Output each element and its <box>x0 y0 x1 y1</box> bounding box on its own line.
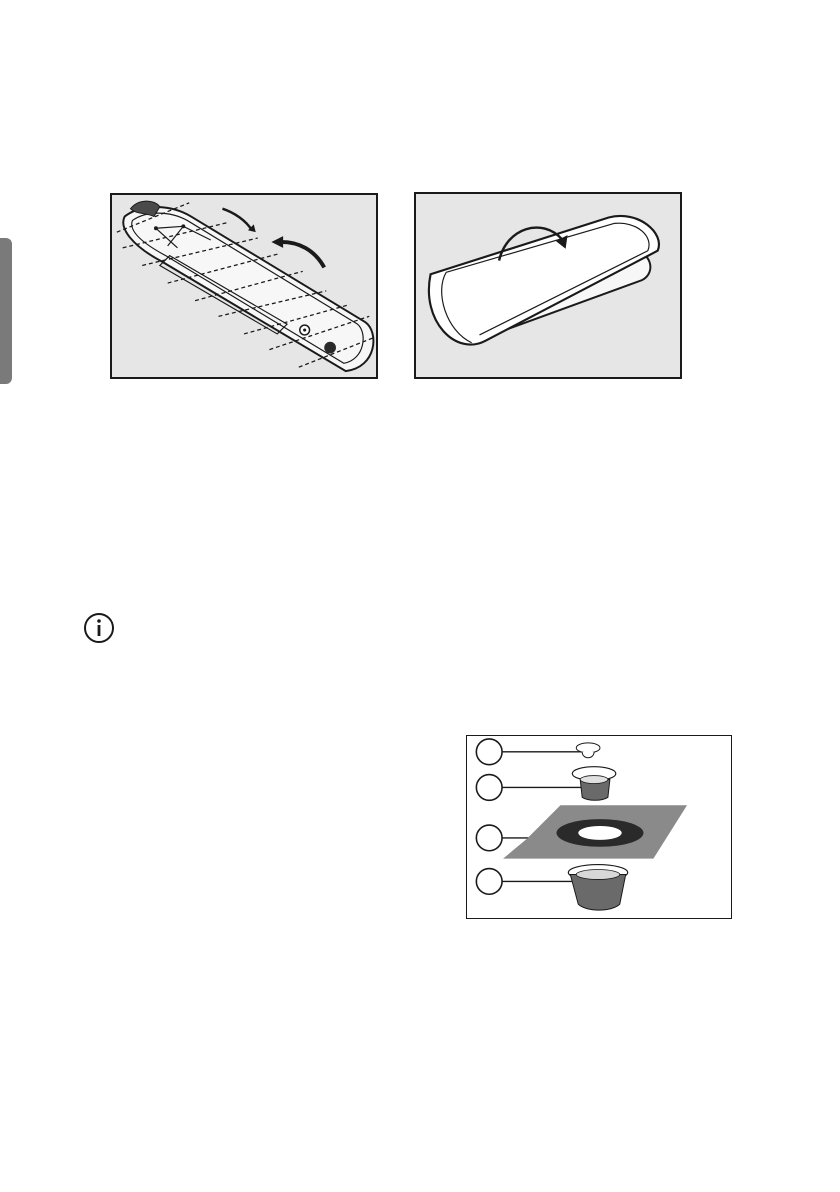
folding-board-figure <box>110 193 378 379</box>
rolled-board-figure <box>414 192 682 379</box>
board-fold-illustration <box>112 195 376 377</box>
valve-exploded-view <box>467 736 731 918</box>
callout-circle <box>476 825 502 851</box>
callout-circle <box>476 775 502 801</box>
callout-circle <box>476 739 502 765</box>
info-icon <box>83 612 115 644</box>
section-side-tab <box>0 238 12 384</box>
callout-circle <box>476 869 502 895</box>
rolled-board-illustration <box>416 194 680 377</box>
valve-parts-figure <box>466 735 732 919</box>
